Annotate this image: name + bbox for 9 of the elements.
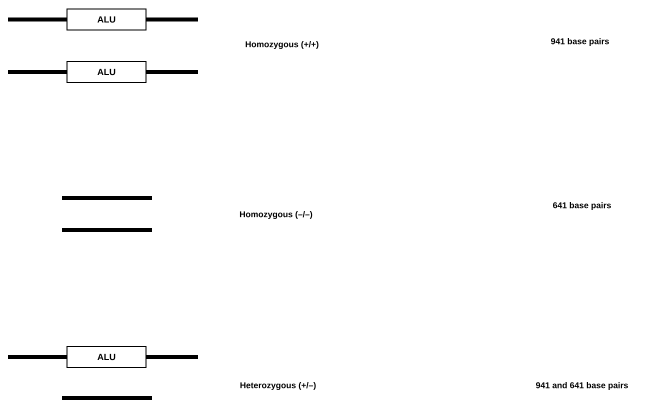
insert-box: ALU: [66, 8, 146, 30]
label-text: Homozygous (–/–): [240, 211, 312, 219]
label-text: Heterozygous (+/–): [240, 382, 316, 390]
label-text: Homozygous (+/+): [246, 41, 318, 49]
insert-box: ALU: [66, 346, 146, 368]
label-text: 941 and 641 base pairs: [536, 382, 628, 390]
label-text: 641 base pairs: [553, 202, 611, 210]
insert-box: ALU: [66, 61, 146, 83]
label-text: 941 base pairs: [551, 38, 609, 46]
